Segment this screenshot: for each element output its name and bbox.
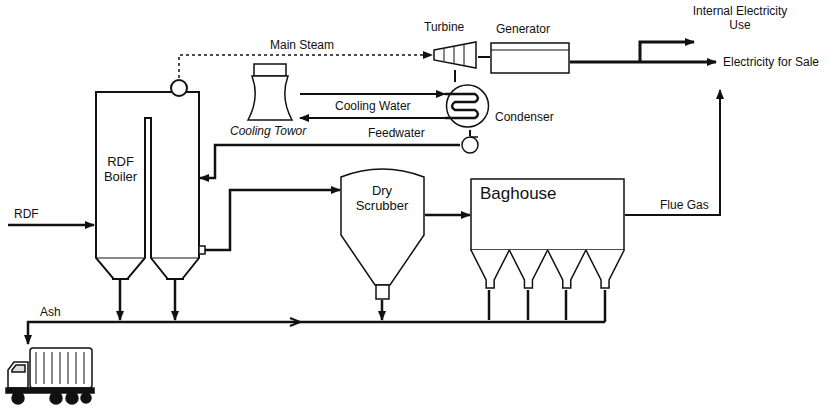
flow-connector: [300, 93, 445, 95]
cooling-tower: Cooling Towor: [240, 64, 300, 120]
generator: Generator: [490, 42, 570, 74]
flow-connector: [179, 55, 432, 78]
dry-scrubber: Dry Scrubber: [340, 165, 425, 300]
flow-connector: [425, 214, 470, 217]
power-arrow: [570, 61, 716, 64]
generator-shape: [490, 42, 570, 74]
cooling-tower-shape: [240, 64, 300, 120]
node-label: Baghouse: [480, 184, 557, 204]
condenser-shape: [445, 82, 490, 130]
condenser: Condenser: [445, 82, 490, 130]
feedwater-pump: Feedwater: [460, 136, 480, 154]
stream-label: Ash: [40, 305, 61, 319]
edge-label: Main Steam: [268, 38, 336, 52]
node-label: Dry Scrubber: [352, 183, 412, 213]
flow-connector: [454, 70, 456, 82]
flow-connector: [478, 56, 490, 58]
node-label: RDF Boiler: [97, 154, 144, 184]
ash-lines: [28, 279, 605, 344]
flow-connector: [200, 145, 460, 178]
baghouse: Baghouse: [470, 178, 625, 290]
edge-label: Cooling Water: [333, 99, 413, 113]
flow-connector: [200, 190, 340, 250]
boiler: RDF Boiler: [95, 78, 200, 284]
truck-illustration: [6, 348, 94, 404]
turbine-shape: [432, 40, 478, 70]
node-label: Turbine: [424, 20, 464, 34]
output-label: Internal Electricity Use: [688, 4, 792, 32]
power-arrow: [640, 42, 694, 62]
flow-connector: [469, 130, 471, 136]
node-label: Feedwater: [368, 126, 425, 140]
flue-gas-arrow: [625, 90, 720, 215]
output-label: Electricity for Sale: [723, 55, 819, 69]
turbine: Turbine: [432, 40, 478, 70]
stream-label: Flue Gas: [660, 198, 709, 212]
node-label: Condenser: [495, 110, 554, 124]
node-label: Generator: [496, 22, 550, 36]
flow-connector: [300, 117, 445, 119]
node-label: Cooling Towor: [230, 124, 306, 138]
feedwater-pump-shape: [460, 136, 480, 154]
input-label: RDF: [14, 207, 39, 221]
feed-arrow: [8, 224, 94, 227]
